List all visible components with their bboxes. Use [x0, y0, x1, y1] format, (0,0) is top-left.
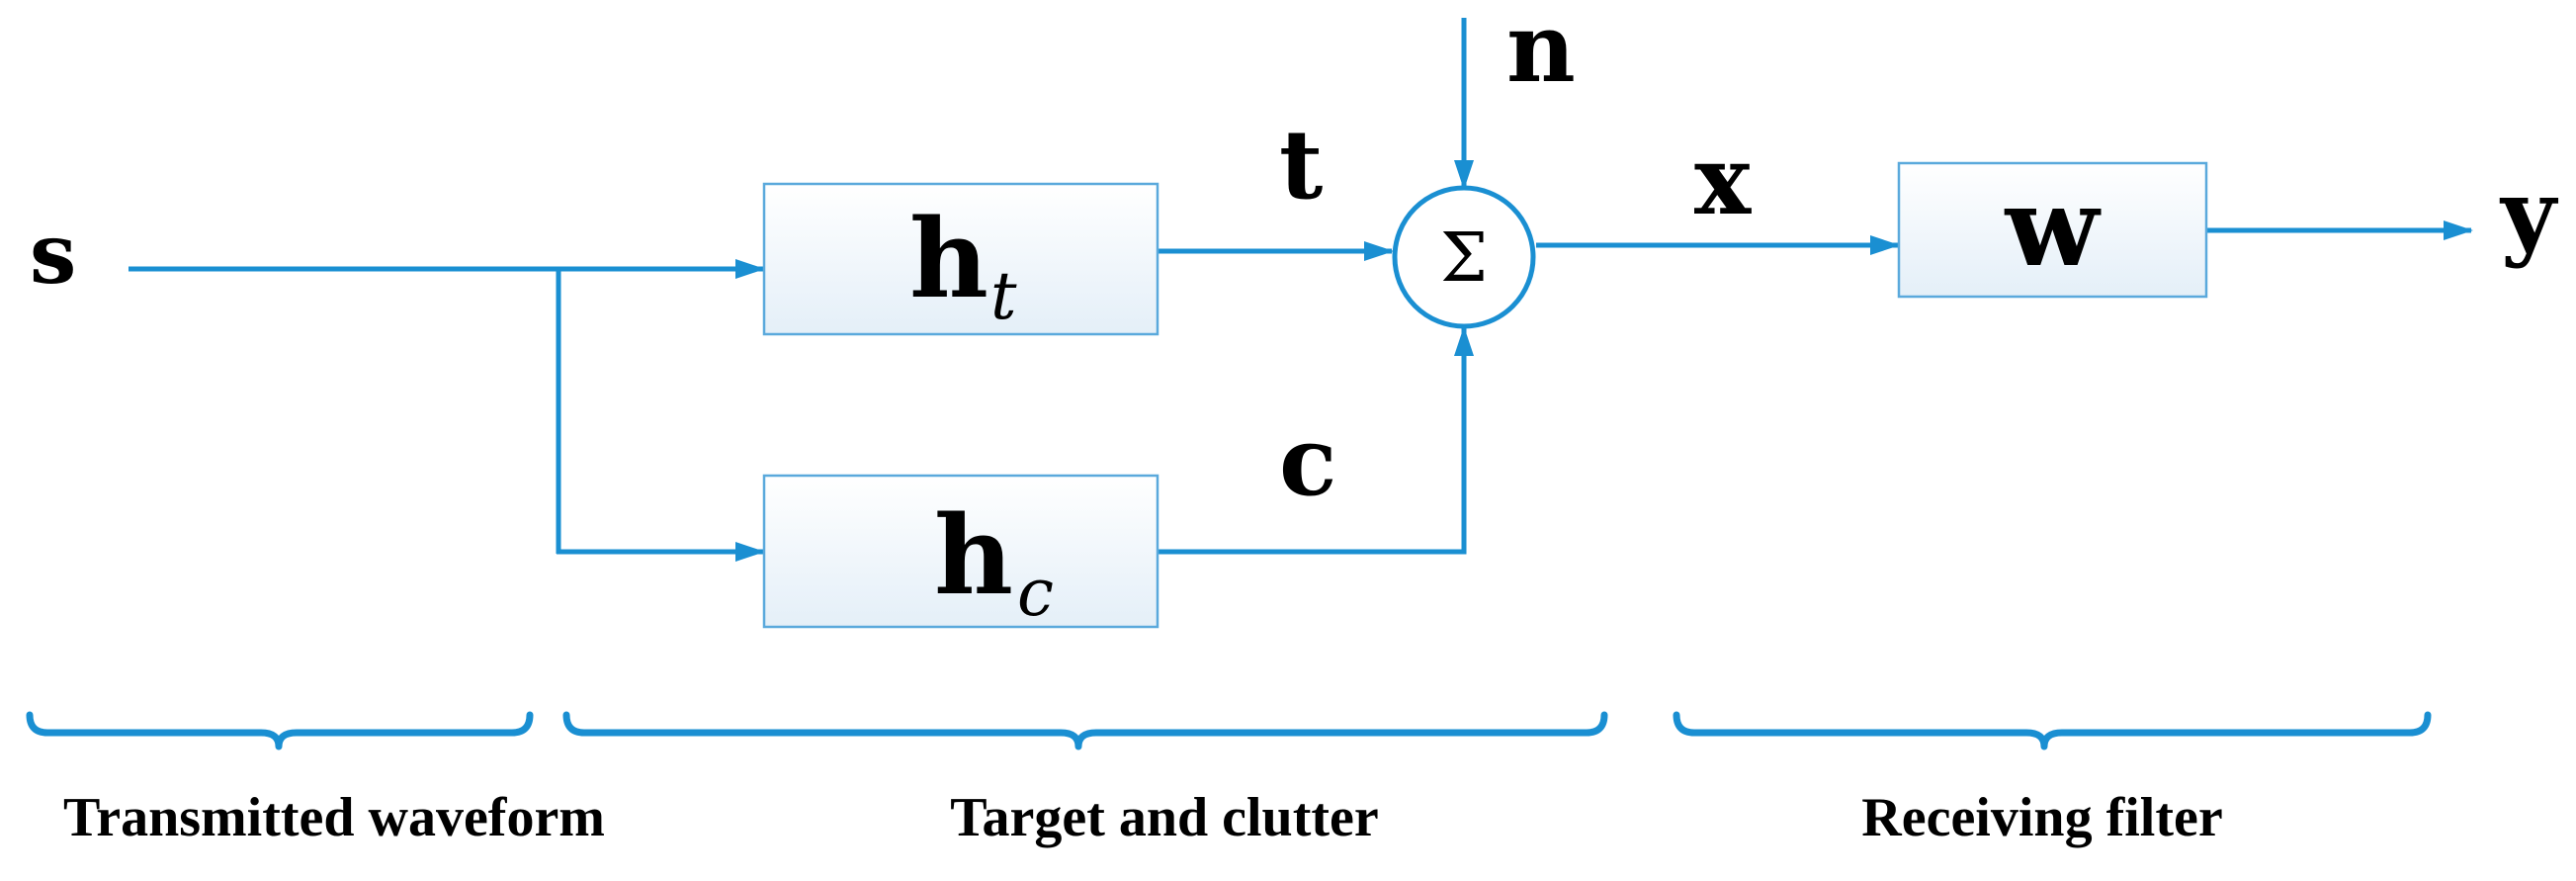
- clutter-filter-block: hc: [762, 474, 1159, 631]
- signal-t-label: t: [1279, 109, 1323, 220]
- signal-c-label: c: [1279, 405, 1336, 517]
- receive-filter-block: w: [1897, 161, 2208, 299]
- signal-s-label: s: [30, 205, 76, 303]
- receive-filter-label: w: [2005, 163, 2102, 291]
- brace-target-and-clutter: [562, 711, 1608, 750]
- clutter-filter-base: h: [934, 491, 1013, 619]
- wire-clutter-c: [1159, 326, 1474, 555]
- brace-transmitted-waveform: [26, 711, 534, 750]
- svg-text:ht: ht: [909, 195, 1017, 334]
- summing-junction: Σ: [1392, 185, 1536, 329]
- target-filter-block: ht: [762, 182, 1159, 336]
- signal-y-label: y: [2499, 158, 2559, 270]
- target-filter-subscript: t: [990, 258, 1017, 334]
- svg-text:hc: hc: [934, 491, 1054, 631]
- stage-label-target-and-clutter: Target and clutter: [950, 787, 1378, 848]
- clutter-filter-subscript: c: [1017, 555, 1054, 631]
- brace-receiving-filter: [1673, 711, 2432, 750]
- stage-label-transmitted-waveform: Transmitted waveform: [63, 787, 605, 848]
- target-filter-base: h: [909, 195, 988, 322]
- signal-x-label: x: [1694, 125, 1752, 236]
- stage-label-receiving-filter: Receiving filter: [1861, 787, 2222, 848]
- signal-n-label: n: [1506, 0, 1576, 104]
- sigma-symbol: Σ: [1440, 220, 1488, 298]
